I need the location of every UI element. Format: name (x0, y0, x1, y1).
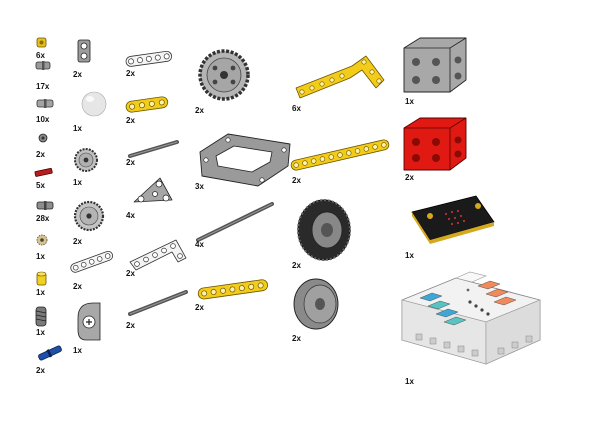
hub-part (293, 278, 339, 330)
cross-block-part (77, 39, 91, 63)
qty-frame-grey: 3x (195, 182, 204, 191)
beam-5-white-2-part (125, 50, 173, 67)
beam-5-white-part (70, 250, 114, 273)
pin-grey-short-part (35, 61, 51, 70)
qty-axle-connector: 28x (36, 214, 50, 223)
microbit-part (411, 195, 495, 244)
qty-axle-long-dark: 4x (195, 240, 204, 249)
ball-white-part (81, 91, 107, 117)
beam-7-yellow-part (197, 279, 269, 300)
qty-gear-medium: 2x (73, 237, 82, 246)
axle-pin-grey-part (36, 99, 54, 108)
tire-part (297, 199, 351, 261)
worm-gear-part (35, 306, 47, 327)
qty-motor-grey: 1x (405, 97, 414, 106)
qty-axle-dark-2: 2x (126, 321, 135, 330)
tri-plate-part (133, 177, 173, 203)
frame-grey-part (199, 133, 291, 187)
qty-bush-tan: 1x (36, 252, 45, 261)
beam-L-white-part (129, 239, 187, 271)
axle-dark-1-part (128, 140, 179, 158)
gear-small-part (74, 148, 98, 172)
qty-beam-11-yellow: 2x (292, 176, 301, 185)
pin-blue-part (38, 345, 62, 361)
connector-grey-part (38, 133, 48, 143)
axle-dark-2-part (128, 290, 188, 316)
qty-connector-grey: 2x (36, 150, 45, 159)
motor-grey-part (403, 37, 467, 93)
motor-bracket-part (77, 302, 101, 341)
qty-beam-5-white: 2x (73, 282, 82, 291)
qty-gear-large: 2x (195, 106, 204, 115)
motor-red-part (403, 117, 467, 171)
qty-gear-small: 1x (73, 178, 82, 187)
pin-yellow-part (36, 271, 47, 286)
axle-connector-part (36, 201, 54, 210)
gear-large-part (198, 49, 250, 101)
qty-motor-red: 2x (405, 173, 414, 182)
qty-beam-7-yellow: 2x (195, 303, 204, 312)
axle-red-part (34, 167, 53, 177)
qty-axle-pin-grey: 10x (36, 115, 50, 124)
qty-cross-block: 2x (73, 70, 82, 79)
gear-medium-part (73, 200, 105, 232)
nezha-board-part (401, 271, 541, 365)
qty-beam-L-white: 2x (126, 269, 135, 278)
qty-microbit: 1x (405, 251, 414, 260)
beam-4-yellow-part (125, 96, 169, 113)
qty-beam-4-yellow: 2x (126, 116, 135, 125)
qty-axle-dark-1: 2x (126, 158, 135, 167)
qty-beam-5-white-2: 2x (126, 69, 135, 78)
qty-ball-white: 1x (73, 124, 82, 133)
qty-bush-yellow: 6x (36, 51, 45, 60)
qty-tire: 2x (292, 261, 301, 270)
qty-pin-blue: 2x (36, 366, 45, 375)
qty-nezha-board: 1x (405, 377, 414, 386)
qty-tri-plate: 4x (126, 211, 135, 220)
qty-axle-red: 5x (36, 181, 45, 190)
qty-motor-bracket: 1x (73, 346, 82, 355)
beam-11-yellow-part (290, 139, 390, 171)
bush-yellow-part (36, 37, 47, 48)
qty-pin-yellow: 1x (36, 288, 45, 297)
qty-pin-grey-short: 17x (36, 82, 50, 91)
beam-bent-yellow-part (295, 55, 385, 99)
axle-long-dark-part (196, 202, 274, 242)
qty-hub: 2x (292, 334, 301, 343)
qty-worm-gear: 1x (36, 328, 45, 337)
bush-tan-part (36, 234, 48, 246)
qty-beam-bent-yellow: 6x (292, 104, 301, 113)
